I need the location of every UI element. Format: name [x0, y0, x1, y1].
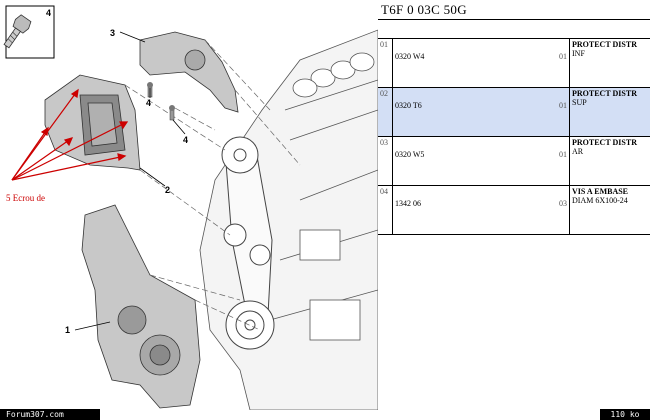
part-quantity: 01: [557, 38, 570, 88]
diagram-reference: T6F 0 03C 50G: [381, 2, 467, 17]
part-reference: 1342 06: [392, 185, 557, 235]
bolt-4-lower: [169, 105, 175, 121]
inset-box: 4: [3, 5, 55, 59]
row-index: 02: [378, 87, 393, 137]
row-index: 04: [378, 185, 393, 235]
middle-cover-part-2: [44, 74, 141, 171]
part-description-detail: SUP: [572, 98, 587, 107]
assembly-lines: [124, 39, 301, 331]
callout-4-lower: 4: [183, 135, 188, 145]
row-index: 01: [378, 38, 393, 88]
part-description-main: VIS A EMBASE: [572, 187, 629, 196]
diagram-svg: 4: [3, 5, 379, 411]
nut-annotation: 5 Ecrou de: [6, 193, 45, 203]
title-divider: [378, 19, 650, 20]
source-watermark: Forum307.com: [0, 409, 100, 420]
inset-label: 4: [46, 8, 51, 18]
part-quantity: 03: [557, 185, 570, 235]
callout-1: 1: [65, 325, 70, 335]
part-quantity: 01: [557, 87, 570, 137]
callout-4-upper: 4: [146, 98, 151, 108]
part-reference: 0320 W5: [392, 136, 557, 186]
part-description-detail: INF: [572, 49, 585, 58]
row-index: 03: [378, 136, 393, 186]
bolt-icon: [3, 14, 32, 49]
nut-location-arrows: [11, 88, 129, 181]
part-reference: 0320 T6: [392, 87, 557, 137]
part-description-detail: DIAM 6X100-24: [572, 196, 628, 205]
lower-cover-part-1: [81, 204, 201, 409]
callout-2: 2: [165, 185, 170, 195]
callout-3: 3: [110, 28, 115, 38]
upper-cover-part-3: [139, 31, 239, 113]
file-size-label: 110 ko: [600, 409, 650, 420]
part-description-main: PROTECT DISTR: [572, 138, 637, 147]
exploded-diagram: 4: [3, 5, 379, 411]
part-reference: 0320 W4: [392, 38, 557, 88]
timing-belt: [221, 136, 275, 350]
part-quantity: 01: [557, 136, 570, 186]
callout-leaders: [74, 31, 186, 331]
part-description-main: PROTECT DISTR: [572, 40, 637, 49]
part-description-main: PROTECT DISTR: [572, 89, 637, 98]
part-description-detail: AR: [572, 147, 584, 156]
